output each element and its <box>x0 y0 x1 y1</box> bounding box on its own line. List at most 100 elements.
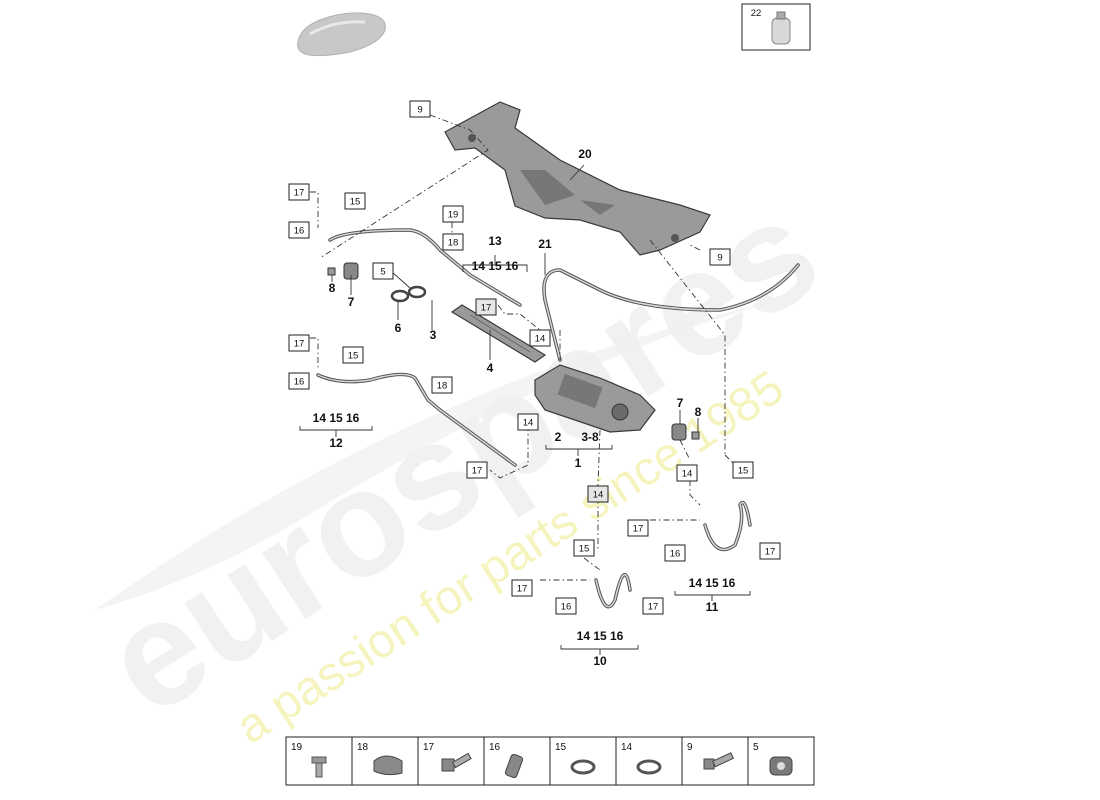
clamp-bracket-icon <box>373 755 403 776</box>
svg-text:17: 17 <box>472 466 483 477</box>
callout-11: 11 <box>706 600 719 614</box>
callout-11-sub: 14 15 16 <box>689 576 736 590</box>
svg-text:16: 16 <box>489 742 501 753</box>
callout-7-left: 7 <box>348 295 355 309</box>
svg-text:17: 17 <box>481 303 492 314</box>
callout-2: 2 <box>555 430 562 444</box>
union-nut-icon <box>504 753 524 779</box>
svg-text:14: 14 <box>535 334 546 345</box>
callout-10: 10 <box>593 654 607 668</box>
hose-21 <box>542 263 800 362</box>
svg-text:19: 19 <box>291 742 303 753</box>
svg-text:14: 14 <box>593 490 604 501</box>
svg-text:5: 5 <box>753 742 759 753</box>
pipe-12 <box>316 372 517 467</box>
legend-item-16: 16 <box>483 736 551 786</box>
callout-20: 20 <box>578 147 592 161</box>
legend-item-19: 19 <box>285 736 353 786</box>
callout-13-sub: 14 15 16 <box>472 259 519 273</box>
svg-text:9: 9 <box>417 105 422 116</box>
legend-item-18: 18 <box>351 736 419 786</box>
box-ref-17-c: 17 <box>288 334 310 352</box>
svg-text:18: 18 <box>357 742 369 753</box>
svg-text:5: 5 <box>380 267 385 278</box>
svg-text:14: 14 <box>682 469 693 480</box>
svg-text:9: 9 <box>717 253 722 264</box>
svg-text:17: 17 <box>423 742 435 753</box>
callout-13: 13 <box>488 234 502 248</box>
box-ref-9-right: 9 <box>709 248 731 266</box>
box-ref-17-d: 17 <box>466 461 488 479</box>
box-ref-17-e: 17 <box>627 519 649 537</box>
group-brackets <box>299 164 751 655</box>
svg-text:19: 19 <box>448 210 459 221</box>
callout-labels: 20 21 13 14 15 16 8 7 6 3 4 14 15 16 12 … <box>313 147 736 668</box>
svg-text:17: 17 <box>765 547 776 558</box>
box-ref-14-d: 14 <box>676 464 698 482</box>
hose-11 <box>703 500 752 552</box>
box-ref-14-b: 14 <box>517 413 539 431</box>
box-ref-16-c: 16 <box>664 544 686 562</box>
svg-text:14: 14 <box>523 418 534 429</box>
box-ref-16-a: 16 <box>288 221 310 239</box>
callout-21: 21 <box>538 237 552 251</box>
svg-text:16: 16 <box>561 602 572 613</box>
bushing-part-7-right <box>671 423 687 441</box>
box-ref-14-a: 14 <box>529 329 551 347</box>
steering-gear <box>534 364 656 433</box>
clamp-part-6 <box>390 285 427 303</box>
box-ref-18-a: 18 <box>442 233 464 251</box>
box-ref-15-c: 15 <box>732 461 754 479</box>
hose-10 <box>594 573 632 609</box>
box-ref-19: 19 <box>442 205 464 223</box>
kit-box-22: 22 <box>741 3 811 51</box>
svg-text:16: 16 <box>670 549 681 560</box>
svg-text:17: 17 <box>648 602 659 613</box>
box-ref-16-d: 16 <box>555 597 577 615</box>
svg-text:14: 14 <box>621 742 633 753</box>
boot-part-4 <box>450 304 547 363</box>
callout-3-8: 3-8 <box>581 430 599 444</box>
callout-12: 12 <box>329 436 343 450</box>
legend-item-14: 14 <box>615 736 683 786</box>
callout-12-sub: 14 15 16 <box>313 411 360 425</box>
box-ref-17-a: 17 <box>288 183 310 201</box>
box-ref-17-h: 17 <box>642 597 664 615</box>
pipe-13 <box>328 228 522 307</box>
svg-text:17: 17 <box>517 584 528 595</box>
legend-item-17: 17 <box>417 736 485 786</box>
svg-text:15: 15 <box>579 544 590 555</box>
svg-text:15: 15 <box>348 351 359 362</box>
svg-text:18: 18 <box>448 238 459 249</box>
callout-8-right: 8 <box>695 405 702 419</box>
svg-text:17: 17 <box>294 339 305 350</box>
box-ref-17-b: 17 <box>475 298 497 316</box>
callout-6: 6 <box>395 321 402 335</box>
callout-8-left: 8 <box>329 281 336 295</box>
callout-7-right: 7 <box>677 396 684 410</box>
svg-text:15: 15 <box>350 197 361 208</box>
box-ref-9-top: 9 <box>409 100 431 118</box>
box-ref-16-b: 16 <box>288 372 310 390</box>
box-ref-15-a: 15 <box>344 192 366 210</box>
boxed-references: 9 9 17 15 16 19 18 5 17 14 17 15 16 18 1… <box>288 100 781 615</box>
box-ref-17-g: 17 <box>511 579 533 597</box>
car-silhouette-icon <box>297 12 386 57</box>
callout-1: 1 <box>575 456 582 470</box>
hollow-bolt-icon <box>441 752 472 772</box>
callout-3: 3 <box>430 328 437 342</box>
box-ref-15-d: 15 <box>573 539 595 557</box>
bolt-icon <box>703 752 735 770</box>
box-ref-5: 5 <box>372 262 394 280</box>
svg-text:17: 17 <box>633 524 644 535</box>
legend-item-15: 15 <box>549 736 617 786</box>
sealing-ring-icon <box>636 759 662 775</box>
svg-text:17: 17 <box>294 188 305 199</box>
svg-text:18: 18 <box>437 381 448 392</box>
callout-10-sub: 14 15 16 <box>577 629 624 643</box>
svg-text:9: 9 <box>687 742 693 753</box>
reference-lines <box>310 114 741 581</box>
legend-item-9: 9 <box>681 736 749 786</box>
sealing-ring-icon <box>570 759 596 775</box>
